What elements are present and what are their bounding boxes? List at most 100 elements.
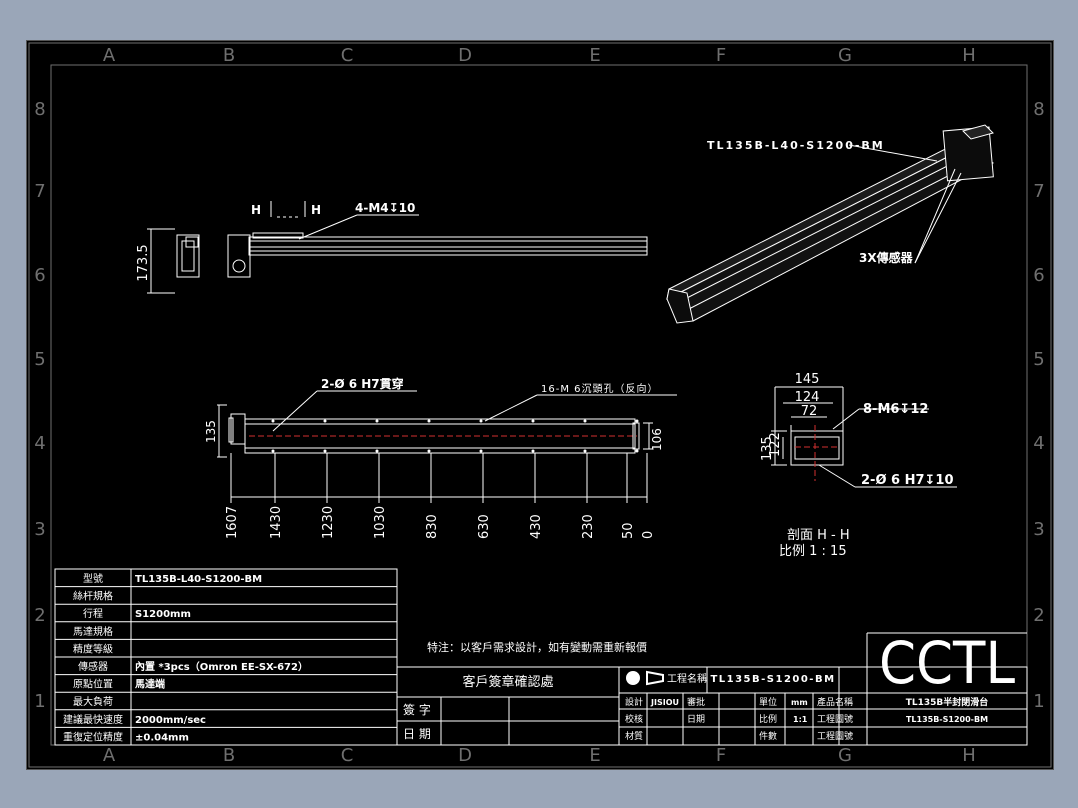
- position-label-0: 0: [641, 531, 656, 539]
- grid-col-top-H: H: [962, 45, 976, 66]
- spec-value-6: 馬達端: [135, 678, 165, 691]
- section-pin-label: 2-Ø 6 H7↧10: [861, 473, 954, 488]
- grid-row-left-7: 7: [34, 181, 45, 202]
- side-rail: [248, 236, 648, 256]
- hole-top-6: [583, 419, 587, 423]
- section-mark-left: H: [251, 203, 261, 217]
- grid-row-right-2: 2: [1033, 605, 1044, 626]
- section-bolt-label: 8-M6↧12: [863, 402, 928, 417]
- grid-row-left-5: 5: [34, 349, 45, 370]
- hole-bottom-7: [635, 449, 639, 453]
- side-end-profile: [176, 234, 200, 278]
- grid-row-right-5: 5: [1033, 349, 1044, 370]
- spec-value-9: ±0.04mm: [135, 732, 189, 743]
- hole-bottom-3: [427, 449, 431, 453]
- top-hole-label: 2-Ø 6 H7貫穿: [321, 376, 404, 391]
- unit-label: 單位: [759, 696, 777, 708]
- drawing-name: TL135B-S1200-BM: [710, 674, 835, 685]
- design-label: 設計: [625, 696, 643, 708]
- hole-bottom-5: [531, 449, 535, 453]
- outer-border: [28, 42, 1052, 768]
- check-label: 校核: [625, 713, 643, 725]
- position-label-630: 630: [477, 514, 492, 539]
- grid-row-right-1: 1: [1033, 691, 1044, 712]
- spec-label-0: 型號: [83, 572, 103, 585]
- side-motor-block: [227, 234, 251, 278]
- spec-label-2: 行程: [83, 607, 103, 620]
- unit-value: mm: [791, 698, 808, 707]
- hole-bottom-0: [271, 449, 275, 453]
- position-label-1607: 1607: [225, 506, 240, 539]
- hole-bottom-2: [375, 449, 379, 453]
- mounting-holes: [271, 419, 639, 453]
- grid-row-left-6: 6: [34, 265, 45, 286]
- grid-col-bottom-G: G: [838, 745, 852, 766]
- drawing-rev-label: 工程圖號: [817, 730, 853, 742]
- top-right-dim: 106: [650, 428, 664, 451]
- side-bolt-leader: [298, 214, 358, 240]
- position-label-230: 230: [581, 514, 596, 539]
- scale-value: 1:1: [793, 715, 808, 724]
- product-name-label: 產品名稱: [817, 696, 853, 708]
- grid-row-right-7: 7: [1033, 181, 1044, 202]
- drawing-no: TL135B-S1200-BM: [906, 715, 988, 724]
- side-height-dim: 173.5: [136, 244, 151, 281]
- grid-row-left-2: 2: [34, 605, 45, 626]
- grid-col-bottom-H: H: [962, 745, 976, 766]
- grid-row-left-1: 1: [34, 691, 45, 712]
- product-name: TL135B半封閉滑台: [906, 696, 989, 708]
- pieces-label: 件數: [759, 730, 777, 742]
- grid-col-top-C: C: [341, 45, 354, 66]
- company-logo: CCTL: [879, 629, 1015, 697]
- hole-bottom-6: [583, 449, 587, 453]
- spec-label-1: 絲杆規格: [73, 590, 113, 603]
- grid-row-left-8: 8: [34, 99, 45, 120]
- iso-rail-top: [666, 136, 970, 300]
- projection-circle-icon: [626, 671, 640, 685]
- iso-end-cap: [666, 288, 694, 324]
- date-label: 日期: [687, 714, 705, 725]
- scale-label: 比例: [759, 713, 777, 725]
- grid-col-bottom-D: D: [458, 745, 472, 766]
- spec-label-9: 重復定位精度: [63, 730, 123, 743]
- position-label-430: 430: [529, 514, 544, 539]
- grid-col-top-D: D: [458, 45, 472, 66]
- hole-bottom-1: [323, 449, 327, 453]
- position-label-1430: 1430: [269, 506, 284, 539]
- top-view: 135 106 2-Ø 6 H7貫穿 16-M 6沉頭孔（反向） 1607 143…: [204, 376, 677, 539]
- top-counterbore-label: 16-M 6沉頭孔（反向）: [541, 382, 659, 395]
- hole-top-0: [271, 419, 275, 423]
- position-label-830: 830: [425, 514, 440, 539]
- spec-label-5: 傳感器: [78, 660, 108, 673]
- section-top-dim-124: 124: [795, 390, 820, 405]
- hole-top-4: [479, 419, 483, 423]
- section-top-dim-72: 72: [801, 404, 818, 419]
- grid-col-bottom-E: E: [589, 745, 600, 766]
- section-bolt-leader: [832, 408, 860, 430]
- grid-row-right-4: 4: [1033, 433, 1044, 454]
- position-label-50: 50: [621, 522, 636, 539]
- grid-row-left-4: 4: [34, 433, 45, 454]
- iso-sensor-label: 3X傳感器: [859, 250, 914, 265]
- designer: JISIOU: [650, 698, 679, 707]
- spec-label-4: 精度等級: [73, 642, 113, 655]
- spec-value-5: 內置 *3pcs（Omron EE-SX-672）: [135, 660, 308, 673]
- counterbore-leader: [484, 394, 538, 422]
- position-label-1030: 1030: [373, 506, 388, 539]
- grid-col-top-A: A: [103, 45, 116, 66]
- projection-label: 工程名稱: [667, 672, 707, 685]
- customer-title: 客戶簽章確認處: [462, 674, 553, 690]
- hole-top-3: [427, 419, 431, 423]
- section-left-dim-122: 122: [768, 432, 783, 457]
- top-height-dim: 135: [204, 420, 218, 443]
- section-pin-leader: [818, 464, 856, 488]
- grid-col-top-B: B: [223, 45, 235, 66]
- grid-row-right-8: 8: [1033, 99, 1044, 120]
- grid-col-bottom-C: C: [341, 745, 354, 766]
- spec-value-0: TL135B-L40-S1200-BM: [135, 574, 262, 585]
